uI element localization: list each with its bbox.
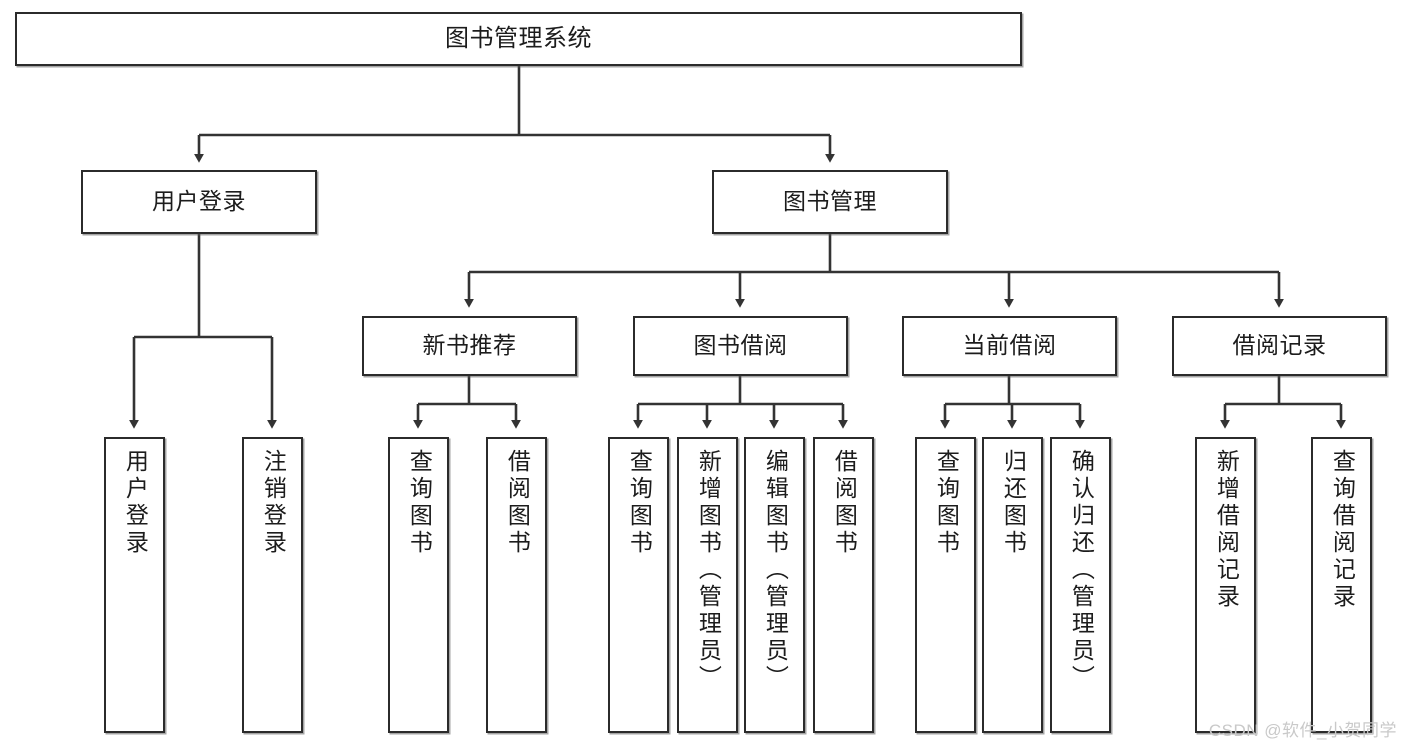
watermark-credit: CSDN @软件_小贺同学 xyxy=(1208,721,1397,740)
node-user-login[interactable]: 用户登录 xyxy=(81,170,317,234)
leaf-borrow-edit-book-admin[interactable]: 编辑图书（管理员） xyxy=(744,437,805,733)
node-book-borrow[interactable]: 图书借阅 xyxy=(633,316,848,376)
node-label: 图书借阅 xyxy=(693,332,788,359)
node-book-management[interactable]: 图书管理 xyxy=(712,170,948,234)
node-label: 用户登录 xyxy=(122,449,149,557)
leaf-borrow-lend-book[interactable]: 借阅图书 xyxy=(813,437,874,733)
node-label: 编辑图书（管理员） xyxy=(762,449,789,692)
leaf-current-confirm-return-admin[interactable]: 确认归还（管理员） xyxy=(1050,437,1111,733)
node-label: 新增借阅记录 xyxy=(1213,449,1240,611)
node-new-book-recommend[interactable]: 新书推荐 xyxy=(362,316,577,376)
leaf-borrow-query-book[interactable]: 查询图书 xyxy=(608,437,669,733)
node-label: 新书推荐 xyxy=(422,332,517,359)
leaf-current-return-book[interactable]: 归还图书 xyxy=(982,437,1043,733)
node-label: 注销登录 xyxy=(260,449,287,557)
leaf-record-query-borrow-record[interactable]: 查询借阅记录 xyxy=(1311,437,1372,733)
node-label: 确认归还（管理员） xyxy=(1068,449,1095,692)
node-borrow-record[interactable]: 借阅记录 xyxy=(1172,316,1387,376)
node-label: 图书管理 xyxy=(783,188,877,215)
node-label: 借阅记录 xyxy=(1232,332,1327,359)
node-label: 图书管理系统 xyxy=(445,24,592,52)
node-current-borrow[interactable]: 当前借阅 xyxy=(902,316,1117,376)
node-label: 用户登录 xyxy=(152,188,246,215)
node-root-book-management-system[interactable]: 图书管理系统 xyxy=(15,12,1022,66)
leaf-current-query-book[interactable]: 查询图书 xyxy=(915,437,976,733)
node-label: 借阅图书 xyxy=(504,449,531,557)
leaf-borrow-add-book-admin[interactable]: 新增图书（管理员） xyxy=(677,437,738,733)
node-label: 归还图书 xyxy=(1000,449,1027,557)
leaf-record-add-borrow-record[interactable]: 新增借阅记录 xyxy=(1195,437,1256,733)
node-label: 新增图书（管理员） xyxy=(695,449,722,692)
leaf-recommend-query-book[interactable]: 查询图书 xyxy=(388,437,449,733)
node-label: 查询借阅记录 xyxy=(1329,449,1356,611)
node-label: 查询图书 xyxy=(933,449,960,557)
leaf-user-login[interactable]: 用户登录 xyxy=(104,437,165,733)
node-label: 查询图书 xyxy=(406,449,433,557)
leaf-user-logout[interactable]: 注销登录 xyxy=(242,437,303,733)
node-label: 当前借阅 xyxy=(962,332,1057,359)
leaf-recommend-borrow-book[interactable]: 借阅图书 xyxy=(486,437,547,733)
node-label: 查询图书 xyxy=(626,449,653,557)
node-label: 借阅图书 xyxy=(831,449,858,557)
